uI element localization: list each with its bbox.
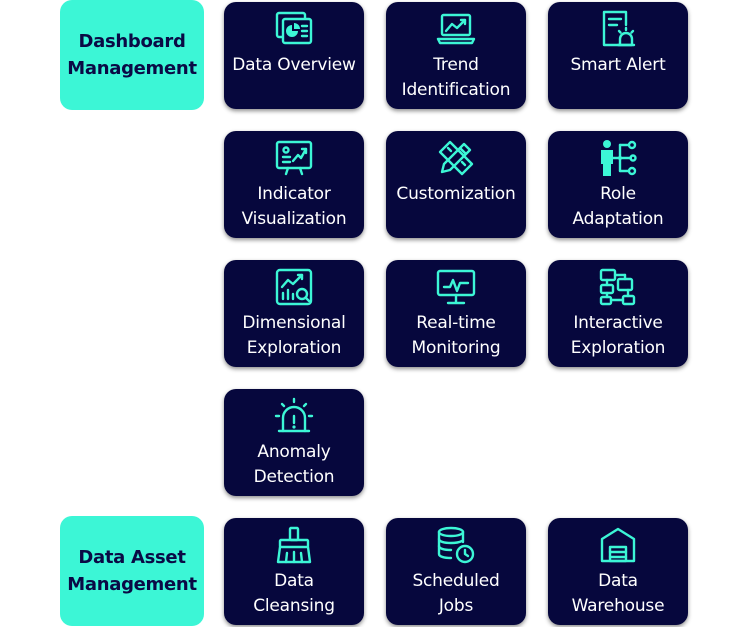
card-anomaly-detection[interactable]: Anomaly Detection	[224, 389, 364, 496]
card-label: Dimensional Exploration	[242, 313, 346, 358]
card-label: Data Cleansing	[253, 571, 335, 616]
pencil-ruler-icon	[436, 138, 476, 178]
card-label: Interactive Exploration	[570, 313, 666, 358]
card-scheduled-jobs[interactable]: Scheduled Jobs	[386, 518, 526, 625]
card-data-cleansing[interactable]: Data Cleansing	[224, 518, 364, 625]
category-dashboard-management: Dashboard Management	[60, 0, 204, 110]
category-label: Dashboard Management	[67, 31, 197, 79]
chart-monitor-icon	[274, 138, 314, 178]
alert-document-icon	[598, 9, 638, 49]
database-clock-icon	[436, 525, 476, 565]
chart-magnifier-icon	[274, 267, 314, 307]
card-label: Role Adaptation	[572, 184, 664, 229]
card-customization[interactable]: Customization	[386, 131, 526, 238]
card-smart-alert[interactable]: Smart Alert	[548, 2, 688, 109]
category-data-asset-management: Data Asset Management	[60, 516, 204, 626]
card-label: Trend Identification	[401, 55, 511, 100]
card-indicator-visualization[interactable]: Indicator Visualization	[224, 131, 364, 238]
siren-alarm-icon	[274, 396, 314, 436]
card-data-overview[interactable]: Data Overview	[224, 2, 364, 109]
card-label: Data Overview	[232, 55, 356, 75]
card-dimensional-exploration[interactable]: Dimensional Exploration	[224, 260, 364, 367]
card-data-warehouse[interactable]: Data Warehouse	[548, 518, 688, 625]
monitor-pulse-icon	[436, 267, 476, 307]
warehouse-icon	[598, 525, 638, 565]
card-label: Anomaly Detection	[253, 442, 335, 487]
card-label: Scheduled Jobs	[412, 571, 500, 616]
card-label: Smart Alert	[570, 55, 666, 75]
card-label: Customization	[396, 184, 516, 204]
card-label: Real-time Monitoring	[411, 313, 501, 358]
card-label: Indicator Visualization	[241, 184, 347, 229]
card-trend-identification[interactable]: Trend Identification	[386, 2, 526, 109]
laptop-trend-icon	[436, 9, 476, 49]
broom-icon	[274, 525, 314, 565]
flow-blocks-icon	[598, 267, 638, 307]
card-label: Data Warehouse	[571, 571, 665, 616]
card-interactive-exploration[interactable]: Interactive Exploration	[548, 260, 688, 367]
category-label: Data Asset Management	[67, 547, 197, 595]
person-hierarchy-icon	[598, 138, 638, 178]
card-real-time-monitoring[interactable]: Real-time Monitoring	[386, 260, 526, 367]
dashboard-pie-icon	[274, 9, 314, 49]
card-role-adaptation[interactable]: Role Adaptation	[548, 131, 688, 238]
